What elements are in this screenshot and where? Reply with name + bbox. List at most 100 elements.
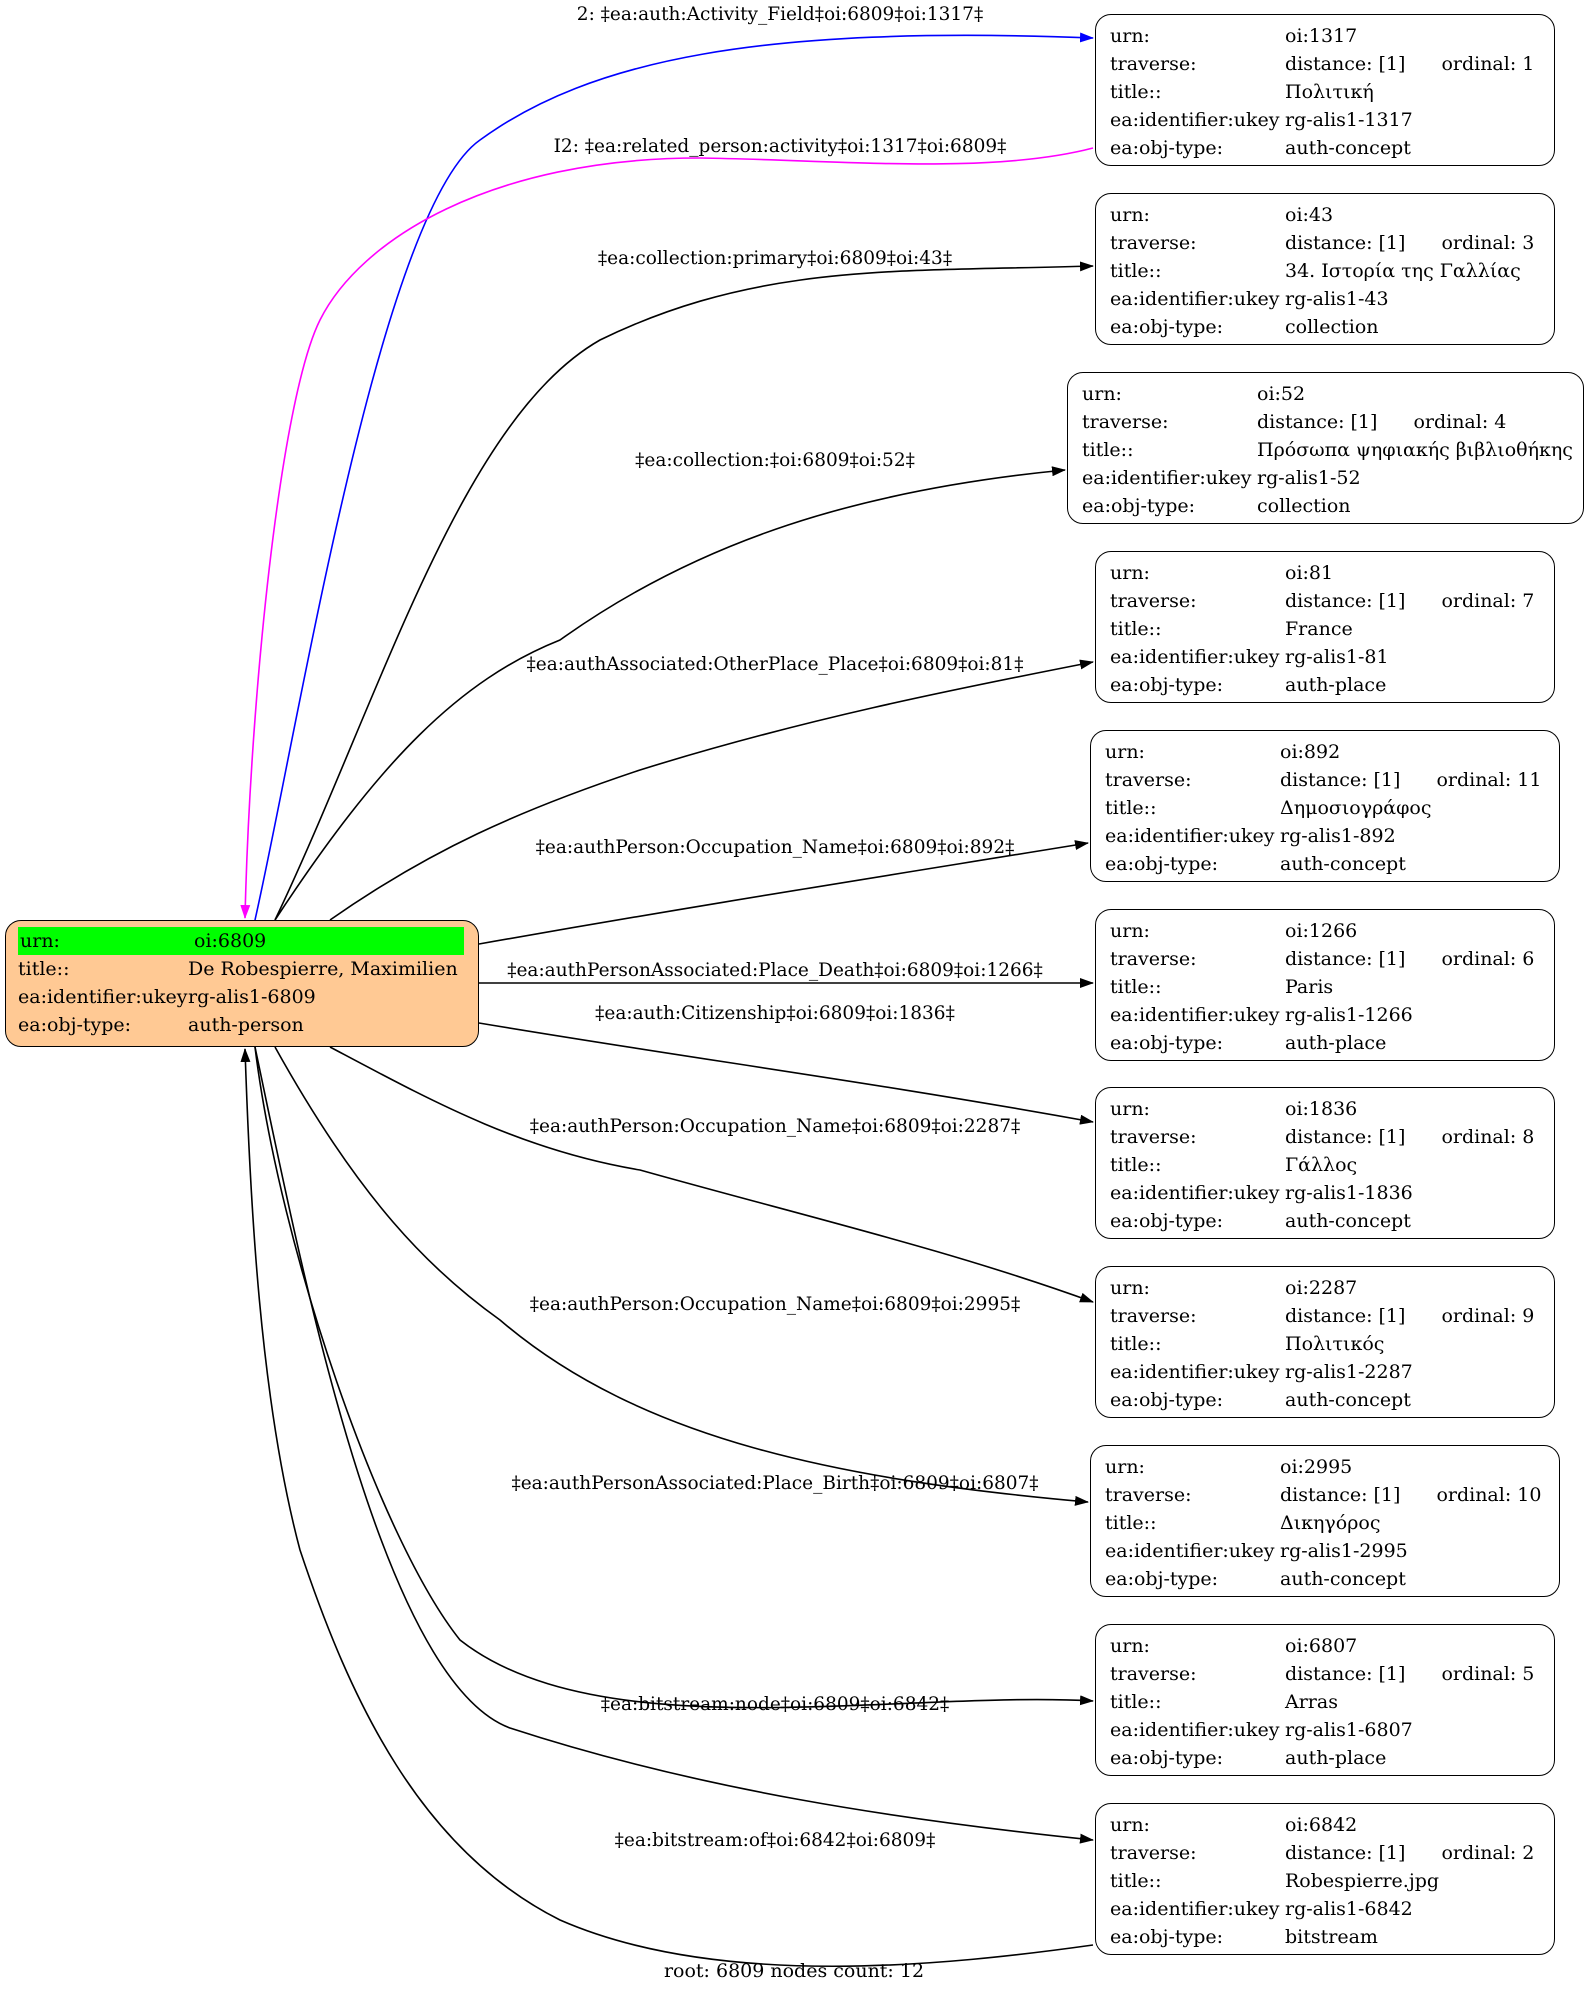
edge-label-5: ‡ea:authPerson:Occupation_Name‡oi:6809‡o… (535, 837, 1015, 858)
node-title-key: title:: (1110, 1870, 1162, 1892)
edge-label-11: ‡ea:bitstream:node‡oi:6809‡oi:6842‡ (600, 1694, 950, 1715)
node-urn-key: urn: (1105, 741, 1145, 763)
root-type-row: ea:obj-type: auth-person (18, 1011, 464, 1039)
node-type-row: ea:obj-type: auth-place (1110, 1029, 1540, 1057)
node-title-value: Πολιτικός (1285, 1333, 1385, 1355)
node-type-key: ea:obj-type: (1105, 1568, 1219, 1590)
node-title-row: title::Γάλλος (1110, 1151, 1540, 1179)
node-title-value: Paris (1285, 976, 1334, 998)
edge-label-2: ‡ea:collection:primary‡oi:6809‡oi:43‡ (597, 248, 953, 269)
node-urn-row: urn:oi:52 (1082, 380, 1569, 408)
node-urn-value: oi:81 (1285, 562, 1334, 584)
node-urn-key: urn: (1110, 25, 1150, 47)
node-title-row: title::Δημοσιογράφος (1105, 794, 1545, 822)
node-traverse-row: traverse:distance: [1]ordinal: 3 (1110, 229, 1540, 257)
node-title-value: Δικηγόρος (1280, 1512, 1381, 1534)
node-ukey-value: rg-alis1-2287 (1285, 1361, 1413, 1383)
node-urn-value: oi:52 (1257, 383, 1306, 405)
node-traverse-value: distance: [1] (1285, 1126, 1406, 1148)
node-title-row: title::Paris (1110, 973, 1540, 1001)
node-type-key: ea:obj-type: (1110, 1926, 1224, 1948)
node-title-key: title:: (1110, 1333, 1162, 1355)
node-traverse-row: traverse:distance: [1]ordinal: 6 (1110, 945, 1540, 973)
node-type-key: ea:obj-type: (1082, 495, 1196, 517)
node-traverse-row: traverse:distance: [1]ordinal: 2 (1110, 1839, 1540, 1867)
node-traverse-key: traverse: (1110, 53, 1197, 75)
node-type-value: auth-concept (1285, 1210, 1411, 1232)
node-type-key: ea:obj-type: (1110, 674, 1224, 696)
node-type-value: auth-concept (1280, 1568, 1406, 1590)
node-traverse-key: traverse: (1110, 1842, 1197, 1864)
node-traverse-value: distance: [1] (1285, 1305, 1406, 1327)
edge-label-6: ‡ea:authPersonAssociated:Place_Death‡oi:… (507, 960, 1043, 981)
edge-label-12: ‡ea:bitstream:of‡oi:6842‡oi:6809‡ (614, 1830, 936, 1851)
node-traverse-value: distance: [1] (1257, 411, 1378, 433)
root-type-key: ea:obj-type: (18, 1014, 132, 1036)
node-ukey-key: ea:identifier:ukey (1110, 1361, 1280, 1383)
graph-caption: root: 6809 nodes count: 12 (663, 1960, 925, 1982)
edge-0 (254, 32, 1094, 921)
node-traverse-key: traverse: (1105, 1484, 1192, 1506)
node-type-key: ea:obj-type: (1110, 1032, 1224, 1054)
edge-label-10: ‡ea:authPersonAssociated:Place_Birth‡oi:… (511, 1473, 1039, 1494)
edge-label-4: ‡ea:authAssociated:OtherPlace_Place‡oi:6… (526, 654, 1024, 675)
node-type-row: ea:obj-type: auth-concept (1105, 1565, 1545, 1593)
node-ukey-key: ea:identifier:ukey (1105, 1540, 1275, 1562)
node-traverse-value: distance: [1] (1285, 590, 1406, 612)
node-oi-6842[interactable]: urn: oi:6842 traverse:distance: [1]ordinal… (1095, 1803, 1555, 1955)
node-type-row: ea:obj-type: auth-place (1110, 671, 1540, 699)
node-ukey-value: rg-alis1-892 (1280, 825, 1396, 847)
node-type-value: auth-place (1285, 674, 1387, 696)
node-ukey-value: rg-alis1-1266 (1285, 1004, 1413, 1026)
node-type-row: ea:obj-type:auth-concept (1110, 134, 1540, 162)
node-traverse-ordinal: ordinal: 11 (1436, 769, 1542, 791)
root-node[interactable]: urn: oi:6809 title:: De Robespierre, Max… (5, 920, 479, 1047)
edge-1 (240, 147, 1094, 919)
node-traverse-row: traverse:distance: [1]ordinal: 7 (1110, 587, 1540, 615)
node-urn-key: urn: (1110, 920, 1150, 942)
node-traverse-key: traverse: (1105, 769, 1192, 791)
node-traverse-key: traverse: (1110, 948, 1197, 970)
edge-label-0: 2: ‡ea:auth:Activity_Field‡oi:6809‡oi:13… (576, 4, 984, 25)
node-urn-value: oi:6807 (1285, 1635, 1358, 1657)
node-type-value: collection (1257, 495, 1351, 517)
node-urn-row: urn:oi:43 (1110, 201, 1540, 229)
node-urn-key: urn: (1110, 1814, 1150, 1836)
root-urn-row: urn: oi:6809 (18, 927, 464, 955)
node-title-key: title:: (1110, 1691, 1162, 1713)
node-urn-value: oi:43 (1285, 204, 1334, 226)
node-traverse-key: traverse: (1110, 1126, 1197, 1148)
node-type-value: auth-place (1285, 1032, 1387, 1054)
node-ukey-value: rg-alis1-1836 (1285, 1182, 1413, 1204)
node-urn-key: urn: (1110, 1277, 1150, 1299)
node-traverse-ordinal: ordinal: 9 (1441, 1305, 1535, 1327)
node-title-row: title::Πολιτικός (1110, 1330, 1540, 1358)
node-traverse-key: traverse: (1110, 1305, 1197, 1327)
node-ukey-key: ea:identifier:ukey (1110, 288, 1280, 310)
root-ukey-value: rg-alis1-6809 (188, 986, 316, 1008)
node-traverse-key: traverse: (1110, 590, 1197, 612)
node-type-row: ea:obj-type:bitstream (1110, 1923, 1540, 1951)
node-urn-value: oi:6842 (1285, 1814, 1358, 1836)
node-urn-row: urn: oi:6842 (1110, 1811, 1540, 1839)
node-ukey-value: rg-alis1-52 (1257, 467, 1361, 489)
node-title-key: title:: (1110, 1154, 1162, 1176)
node-traverse-value: distance: [1] (1285, 1663, 1406, 1685)
edge-label-1: I2: ‡ea:related_person:activity‡oi:1317‡… (553, 136, 1007, 157)
node-traverse-ordinal: ordinal: 4 (1413, 411, 1507, 433)
